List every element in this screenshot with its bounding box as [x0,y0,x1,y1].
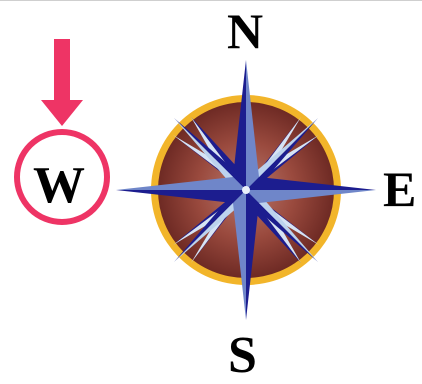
east-label: E [383,164,416,214]
north-label: N [227,6,263,56]
south-label: S [228,330,257,382]
center-hub [242,186,250,194]
down-arrow-icon [41,39,83,126]
west-label: W [33,160,85,212]
